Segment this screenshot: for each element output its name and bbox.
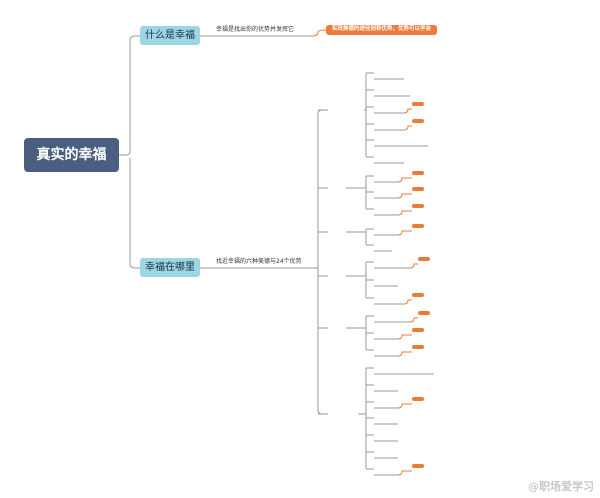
note-1-2: [412, 204, 424, 208]
note-2-0: [412, 224, 424, 228]
link-note-5-6: [397, 470, 412, 476]
link-spine-up: [317, 109, 328, 268]
link-note-3-2: [403, 299, 412, 305]
link-note-1-1: [397, 193, 412, 199]
note-4-1: [412, 328, 424, 332]
link-root-branch2: [129, 158, 140, 269]
watermark: @职场爱学习: [528, 480, 594, 493]
link-root-branch1: [119, 35, 140, 156]
link-note-1-2: [397, 210, 412, 216]
note-3-2: [412, 293, 424, 297]
note-4-2: [412, 345, 424, 349]
note-4-0: [418, 311, 430, 315]
link-note-1-0: [397, 177, 412, 183]
branch-what-is-happiness[interactable]: 什么是幸福: [140, 26, 200, 45]
note-5-6: [412, 464, 424, 468]
note-1-1: [412, 187, 424, 191]
branch1-note: 实现美德的途径则称优势，优势可以学会: [326, 25, 438, 35]
link-spine-down: [317, 268, 328, 415]
note-0-3: [412, 119, 424, 123]
link-note-2-0: [397, 230, 412, 236]
branch2-text: 找近幸福的六种美德与24个优势: [216, 258, 302, 265]
note-1-0: [412, 171, 424, 175]
branch-where-is-happiness[interactable]: 幸福在哪里: [140, 258, 200, 277]
note-5-2: [412, 397, 424, 401]
note-0-2: [412, 102, 424, 106]
link-note-5-2: [397, 403, 412, 409]
link-note-4-2: [397, 351, 412, 357]
root-topic[interactable]: 真实的幸福: [24, 138, 119, 172]
note-3-0: [418, 257, 430, 261]
link-note-0-2: [403, 108, 412, 114]
link-note-4-0: [409, 317, 418, 323]
link-note-4-1: [397, 334, 412, 340]
link-branch1-note: [311, 29, 327, 37]
branch1-text: 幸福是找出你的优势并发挥它: [216, 26, 295, 33]
link-note-0-3: [403, 125, 412, 131]
link-note-3-0: [409, 263, 418, 269]
